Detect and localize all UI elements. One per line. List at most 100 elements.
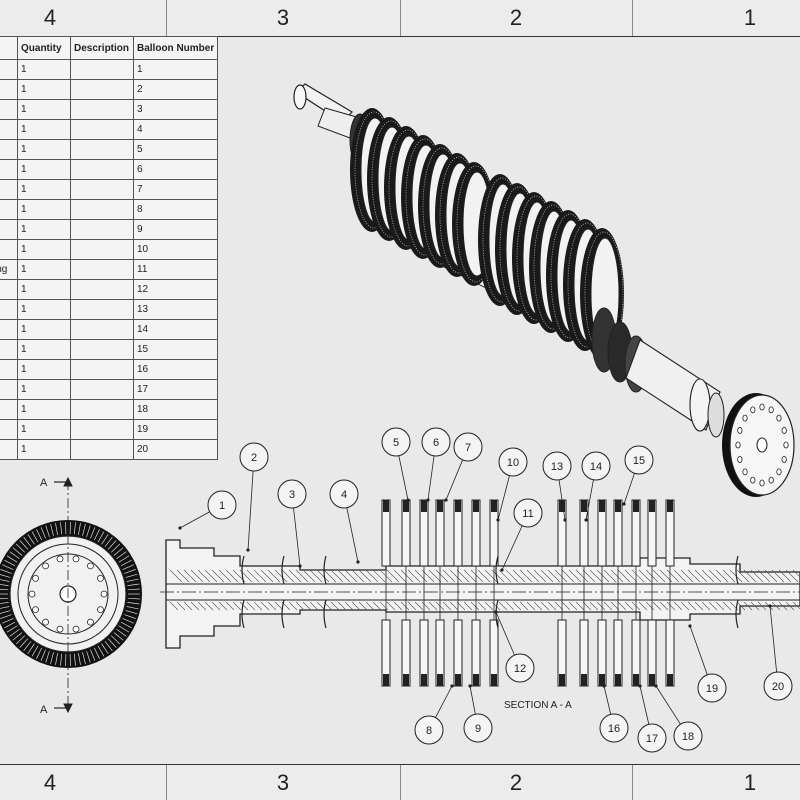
balloon-number: 14 (590, 461, 602, 473)
balloon-circle (542, 451, 572, 481)
balloon-leader-dot (638, 684, 642, 688)
balloon-leader (603, 685, 612, 715)
balloon-leader-dot (602, 684, 606, 688)
balloon-leader-dot (178, 526, 182, 530)
balloon-leader (558, 479, 566, 521)
balloon-number: 3 (289, 489, 295, 501)
balloon-number: 2 (251, 452, 257, 464)
flange-hole (776, 414, 782, 422)
zone-bar-bottom: 4 3 2 1 (0, 764, 800, 800)
zone-label-bottom-2: 2 (509, 770, 523, 795)
balloon-number: 1 (219, 500, 225, 512)
balloon-number: 17 (646, 733, 658, 745)
balloon-leader-dot (426, 498, 430, 502)
flange-hole (742, 414, 748, 422)
balloon-number: 19 (706, 683, 718, 695)
flange-hole (750, 406, 756, 414)
flange-hole (776, 468, 782, 476)
balloon-number: 5 (393, 437, 399, 449)
bolt-hole (28, 590, 36, 598)
zone-label-bottom-4: 4 (43, 770, 57, 795)
balloon-leader (495, 611, 515, 656)
balloon-leader (293, 507, 301, 567)
balloon-number: 4 (341, 489, 347, 501)
bolt-hole (56, 625, 64, 633)
balloon-number: 9 (475, 723, 481, 735)
balloon-number: 18 (682, 731, 694, 743)
balloon-leader (427, 455, 435, 501)
balloon-number: 13 (551, 461, 563, 473)
balloon-circle (239, 442, 269, 472)
flange-hole (783, 441, 789, 449)
bolt-hole (72, 555, 80, 563)
balloon-leader (623, 473, 635, 505)
bolt-hole (42, 618, 49, 626)
balloon-circle (421, 427, 451, 457)
balloon-circle (637, 723, 667, 753)
flange-hole (750, 476, 756, 484)
balloon-leader (689, 625, 708, 675)
balloon-leader (585, 479, 594, 521)
flange-hole (735, 441, 741, 449)
balloon-leader-dot (654, 684, 658, 688)
balloon-number: 15 (633, 455, 645, 467)
balloon-number: 20 (772, 681, 784, 693)
balloon-leader-dot (444, 498, 448, 502)
balloon-leader-dot (500, 568, 504, 572)
balloon-leader-dot (406, 498, 410, 502)
bolt-hole (42, 562, 49, 570)
balloon-leader (435, 685, 453, 718)
balloon-leader-dot (494, 610, 498, 614)
balloon-leader (346, 507, 359, 563)
flange-hole (742, 468, 748, 476)
bolt-hole (87, 618, 94, 626)
balloon-leader (398, 455, 409, 501)
flange-hole (781, 456, 787, 463)
balloon-leader (445, 459, 464, 501)
flange-hole (759, 403, 765, 411)
zone-separator (632, 0, 633, 36)
zone-label-bottom-3: 3 (276, 770, 290, 795)
bolt-hole (56, 555, 64, 563)
balloon-leader (769, 605, 778, 673)
balloon-circle (414, 715, 444, 745)
balloon-leader-dot (688, 624, 692, 628)
balloon-number: 16 (608, 723, 620, 735)
balloon-circle (697, 673, 727, 703)
balloon-leader (639, 685, 650, 725)
balloon-circle (498, 447, 528, 477)
zone-separator (400, 765, 401, 800)
isometric-rotor-view (293, 83, 795, 497)
balloon-leader-dot (298, 564, 302, 568)
flange-hole (768, 406, 774, 414)
balloon-leader-dot (246, 548, 250, 552)
balloon-leader-dot (496, 518, 500, 522)
balloon-circle (381, 427, 411, 457)
balloon-leader (247, 470, 254, 551)
bolt-hole (100, 590, 108, 598)
balloon-number: 6 (433, 437, 439, 449)
balloon-circle (505, 653, 535, 683)
zone-bar-top: 4 3 2 1 (0, 0, 800, 37)
bom-row: ing111 (0, 259, 219, 280)
zone-label-bottom-1: 1 (743, 770, 757, 795)
section-cut-marker-bottom: A (40, 704, 48, 716)
bolt-hole (32, 574, 39, 582)
section-cut-marker-top: A (40, 477, 48, 489)
balloon-leader (179, 511, 210, 529)
balloon-circle (329, 479, 359, 509)
zone-label-top-2: 2 (509, 5, 523, 30)
balloon-leader (501, 525, 523, 571)
bolt-hole (87, 562, 94, 570)
bom-header-balloon-number: Balloon Number (132, 36, 219, 60)
balloon-leader-dot (622, 502, 626, 506)
balloon-circle (599, 713, 629, 743)
balloon-leader-dot (563, 518, 567, 522)
